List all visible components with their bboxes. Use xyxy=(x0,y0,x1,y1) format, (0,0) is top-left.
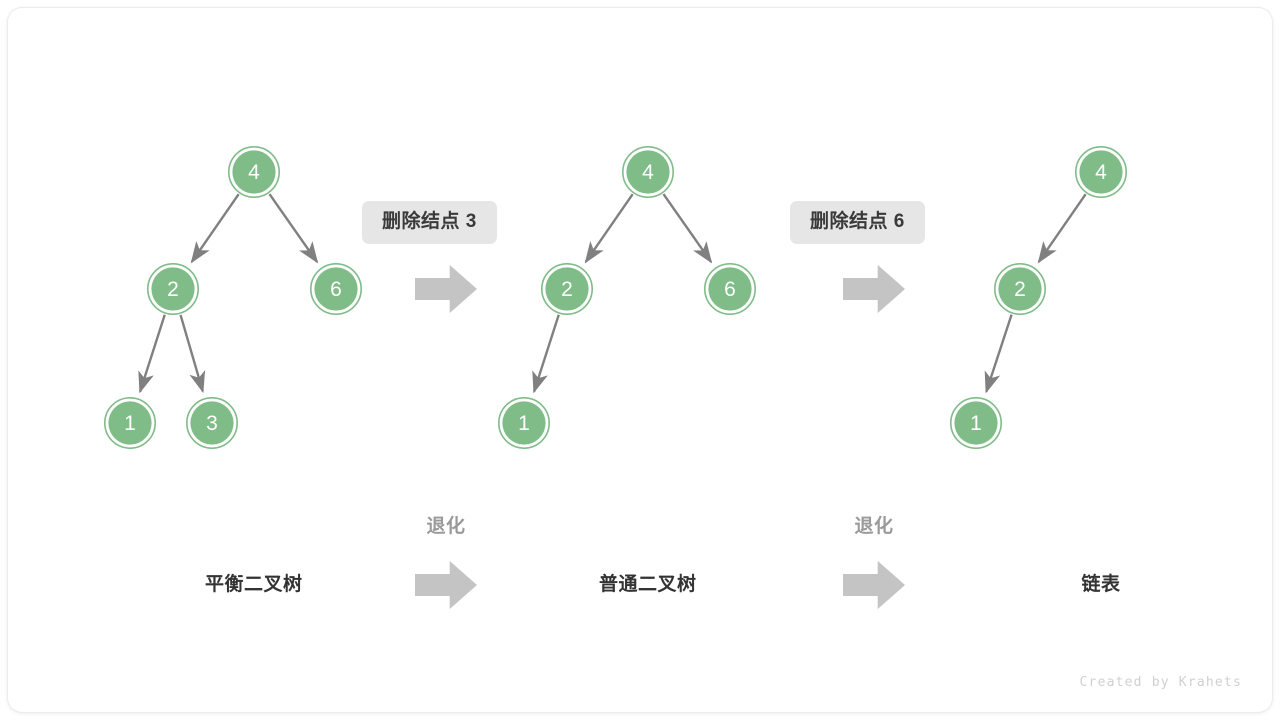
tree-edge xyxy=(268,193,319,264)
node-label: 1 xyxy=(124,412,136,435)
tree-node: 1 xyxy=(497,396,550,449)
tree-node: 2 xyxy=(147,263,200,316)
block-arrows-layer xyxy=(415,265,905,609)
tree-edge xyxy=(190,193,240,264)
node-label: 6 xyxy=(330,278,342,301)
node-ring-gap xyxy=(105,398,155,448)
tree-caption: 普通二叉树 xyxy=(599,574,697,595)
node-circle xyxy=(190,401,234,445)
tree-node: 4 xyxy=(1075,146,1128,199)
tree-edge xyxy=(584,193,634,264)
node-outer-ring xyxy=(104,396,157,449)
node-circle xyxy=(314,267,358,311)
node-circle xyxy=(998,267,1042,311)
node-outer-ring xyxy=(147,263,200,316)
tree-node: 2 xyxy=(993,263,1046,316)
node-outer-ring xyxy=(497,396,550,449)
node-circle xyxy=(502,401,546,445)
node-ring-gap xyxy=(623,147,673,197)
tree-node: 1 xyxy=(949,396,1002,449)
tree-node: 4 xyxy=(228,146,281,199)
tree-edges-layer xyxy=(138,193,1087,394)
node-outer-ring xyxy=(993,263,1046,316)
transition-arrow-top xyxy=(415,265,477,313)
tree-node: 4 xyxy=(621,146,674,199)
node-label: 1 xyxy=(518,412,530,435)
degeneration-label: 退化 xyxy=(426,516,466,537)
operation-badge: 删除结点 3 xyxy=(362,201,497,244)
node-outer-ring xyxy=(949,396,1002,449)
node-circle xyxy=(954,401,998,445)
node-label: 6 xyxy=(724,278,736,301)
node-ring-gap xyxy=(951,398,1001,448)
node-outer-ring xyxy=(703,263,756,316)
transition-arrow-top xyxy=(843,265,905,313)
node-ring-gap xyxy=(1076,147,1126,197)
node-circle xyxy=(545,267,589,311)
node-outer-ring xyxy=(228,146,281,199)
node-ring-gap xyxy=(229,147,279,197)
tree-edge xyxy=(1037,193,1087,264)
operation-badge: 删除结点 6 xyxy=(790,201,925,244)
diagram-stage: 4 2 6 1 3 4 2 6 1 4 2 1 xyxy=(104,146,1128,609)
node-ring-gap xyxy=(187,398,237,448)
node-ring-gap xyxy=(499,398,549,448)
node-circle xyxy=(108,401,152,445)
node-outer-ring xyxy=(1075,146,1128,199)
node-label: 2 xyxy=(1014,278,1026,301)
node-circle xyxy=(1079,150,1123,194)
node-circle xyxy=(151,267,195,311)
transition-arrow-bottom xyxy=(415,561,477,609)
tree-edge xyxy=(662,193,713,264)
node-label: 2 xyxy=(561,278,573,301)
node-ring-gap xyxy=(705,264,755,314)
node-outer-ring xyxy=(186,396,239,449)
node-label: 2 xyxy=(167,278,179,301)
tree-node: 6 xyxy=(309,263,362,316)
node-outer-ring xyxy=(540,263,593,316)
tree-node: 2 xyxy=(540,263,593,316)
node-ring-gap xyxy=(542,264,592,314)
figure-card: 4 2 6 1 3 4 2 6 1 4 2 1 删除结点 3 删除结点 6 平衡二叉树 普通二叉树 链表 退… xyxy=(8,8,1272,712)
node-circle xyxy=(626,150,670,194)
node-label: 4 xyxy=(642,161,654,184)
node-label: 4 xyxy=(1095,161,1107,184)
degeneration-label: 退化 xyxy=(854,516,894,537)
tree-node: 3 xyxy=(186,396,239,449)
tree-node: 1 xyxy=(104,396,157,449)
tree-edge xyxy=(138,314,166,394)
tree-edge xyxy=(984,314,1013,394)
node-label: 4 xyxy=(248,161,260,184)
node-ring-gap xyxy=(311,264,361,314)
node-circle xyxy=(708,267,752,311)
node-circle xyxy=(232,150,276,194)
node-label: 3 xyxy=(206,412,218,435)
watermark: Created by Krahets xyxy=(1079,675,1242,690)
node-ring-gap xyxy=(148,264,198,314)
tree-caption: 平衡二叉树 xyxy=(205,574,303,595)
tree-edge xyxy=(532,314,560,394)
tree-node: 6 xyxy=(703,263,756,316)
tree-caption: 链表 xyxy=(1081,574,1121,595)
node-ring-gap xyxy=(995,264,1045,314)
tree-nodes-layer: 4 2 6 1 3 4 2 6 1 4 2 1 xyxy=(104,146,1128,449)
node-outer-ring xyxy=(309,263,362,316)
node-outer-ring xyxy=(621,146,674,199)
transition-arrow-bottom xyxy=(843,561,905,609)
node-label: 1 xyxy=(970,412,982,435)
tree-edge xyxy=(179,314,206,394)
